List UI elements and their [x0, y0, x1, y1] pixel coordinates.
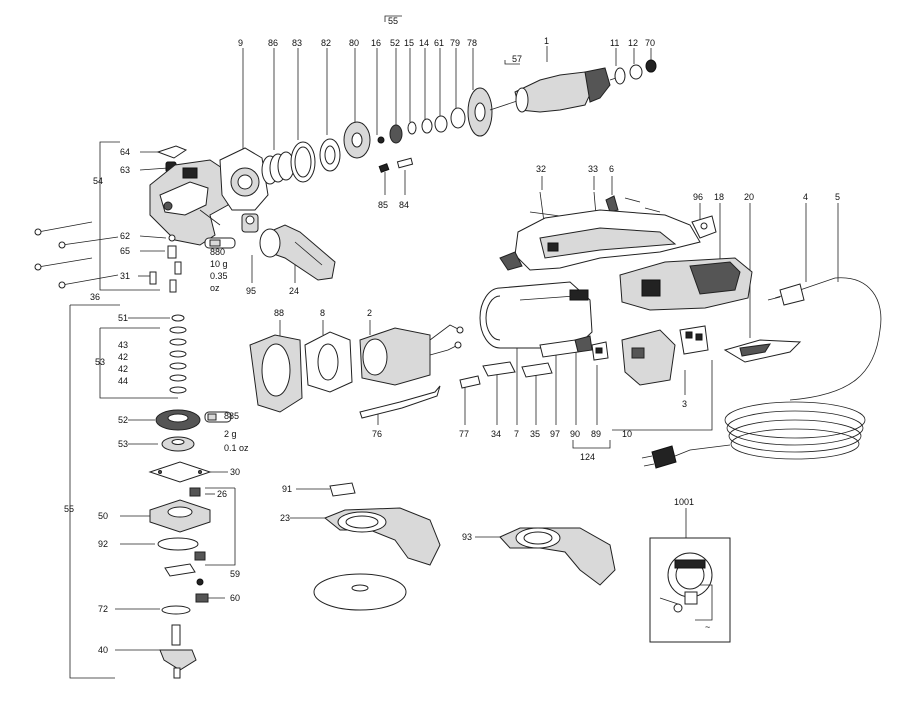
- part-label-50: 50: [98, 511, 108, 521]
- part-label-14: 14: [419, 38, 429, 48]
- part-label-33: 33: [588, 164, 598, 174]
- part-label-2: 2: [367, 308, 372, 318]
- part-label-42a: 42: [118, 352, 128, 362]
- part-label-90: 90: [570, 429, 580, 439]
- part-label-43: 43: [118, 340, 128, 350]
- part-label-42b: 42: [118, 364, 128, 374]
- part-label-96: 96: [693, 192, 703, 202]
- part-label-32: 32: [536, 164, 546, 174]
- part-label-4: 4: [803, 192, 808, 202]
- part-label-57: 57: [512, 54, 522, 64]
- coil-spring-86: [261, 151, 295, 185]
- grease-880-oz-value: 0.35: [210, 271, 228, 281]
- wiring-diagram-1001: ~: [649, 537, 731, 643]
- part-label-53a: 53: [95, 357, 105, 367]
- part-label-124: 124: [580, 452, 595, 462]
- side-handle: [259, 224, 336, 281]
- part-label-11: 11: [610, 38, 619, 48]
- gear-head-housing: [149, 159, 229, 246]
- part-label-30: 30: [230, 467, 240, 477]
- part-label-20: 20: [744, 192, 754, 202]
- grease-885-code: 885: [224, 411, 239, 421]
- part-label-23: 23: [280, 513, 290, 523]
- part-shapes: ~: [34, 59, 882, 679]
- grease-880-code: 880: [210, 247, 225, 257]
- part-label-63: 63: [120, 165, 130, 175]
- part-label-35: 35: [530, 429, 540, 439]
- part-label-64: 64: [120, 147, 130, 157]
- wheel-guard-23: [324, 507, 441, 566]
- part-label-97: 97: [550, 429, 560, 439]
- handle-half-upper: [499, 209, 701, 271]
- part-label-10: 10: [622, 429, 632, 439]
- part-label-12: 12: [628, 38, 638, 48]
- part-label-91: 91: [282, 484, 292, 494]
- part-label-26: 26: [217, 489, 227, 499]
- grease-885-oz: 0.1 oz: [224, 443, 249, 453]
- grease-885-amount: 2 g: [224, 429, 237, 439]
- part-label-55: 55: [388, 16, 398, 26]
- grease-880-oz-unit: oz: [210, 283, 220, 293]
- part-label-62: 62: [120, 231, 130, 241]
- wheel-guard-93: [499, 527, 616, 586]
- part-label-54: 54: [93, 176, 103, 186]
- part-label-9: 9: [238, 38, 243, 48]
- part-label-70: 70: [645, 38, 655, 48]
- part-label-89: 89: [591, 429, 601, 439]
- part-label-80: 80: [349, 38, 359, 48]
- power-cable: [641, 277, 882, 469]
- part-label-24: 24: [289, 286, 299, 296]
- part-label-95: 95: [246, 286, 256, 296]
- part-label-31: 31: [120, 271, 130, 281]
- stator: [359, 324, 464, 386]
- leader-lines: [69, 15, 839, 679]
- part-label-83: 83: [292, 38, 302, 48]
- part-label-61: 61: [434, 38, 444, 48]
- part-label-77: 77: [459, 429, 469, 439]
- part-label-85: 85: [378, 200, 388, 210]
- part-label-84: 84: [399, 200, 409, 210]
- part-label-18: 18: [714, 192, 724, 202]
- part-label-3: 3: [682, 399, 687, 409]
- part-label-34: 34: [491, 429, 501, 439]
- part-label-1: 1: [544, 36, 549, 46]
- svg-text:~: ~: [705, 622, 710, 632]
- handle-shell-18: [619, 257, 753, 311]
- part-label-44: 44: [118, 376, 128, 386]
- part-label-78: 78: [467, 38, 477, 48]
- part-label-82: 82: [321, 38, 331, 48]
- part-label-92: 92: [98, 539, 108, 549]
- part-label-88: 88: [274, 308, 284, 318]
- part-label-65: 65: [120, 246, 130, 256]
- part-label-36: 36: [90, 292, 100, 302]
- part-label-16: 16: [371, 38, 381, 48]
- spindle-40: [159, 624, 197, 679]
- part-label-72: 72: [98, 604, 108, 614]
- part-label-53b: 53: [118, 439, 128, 449]
- long-screws-36: [34, 221, 119, 289]
- part-number-labels: 55 9 86 83 82 80 16 52 15 14 61 79 78 1 …: [64, 16, 840, 655]
- part-label-86: 86: [268, 38, 278, 48]
- part-label-5: 5: [835, 192, 840, 202]
- part-label-1001: 1001: [674, 497, 694, 507]
- grease-880-amount: 10 g: [210, 259, 228, 269]
- motor-housing: [479, 281, 593, 349]
- part-label-8: 8: [320, 308, 325, 318]
- part-label-52: 52: [390, 38, 400, 48]
- part-label-40: 40: [98, 645, 108, 655]
- part-label-76: 76: [372, 429, 382, 439]
- part-label-52b: 52: [118, 415, 128, 425]
- part-label-7: 7: [514, 429, 519, 439]
- part-label-79: 79: [450, 38, 460, 48]
- part-label-51: 51: [118, 313, 128, 323]
- part-label-93: 93: [462, 532, 472, 542]
- part-label-60: 60: [230, 593, 240, 603]
- part-label-55b: 55: [64, 504, 74, 514]
- armature: [489, 67, 623, 113]
- part-label-6: 6: [609, 164, 614, 174]
- part-label-15: 15: [404, 38, 414, 48]
- part-label-59: 59: [230, 569, 240, 579]
